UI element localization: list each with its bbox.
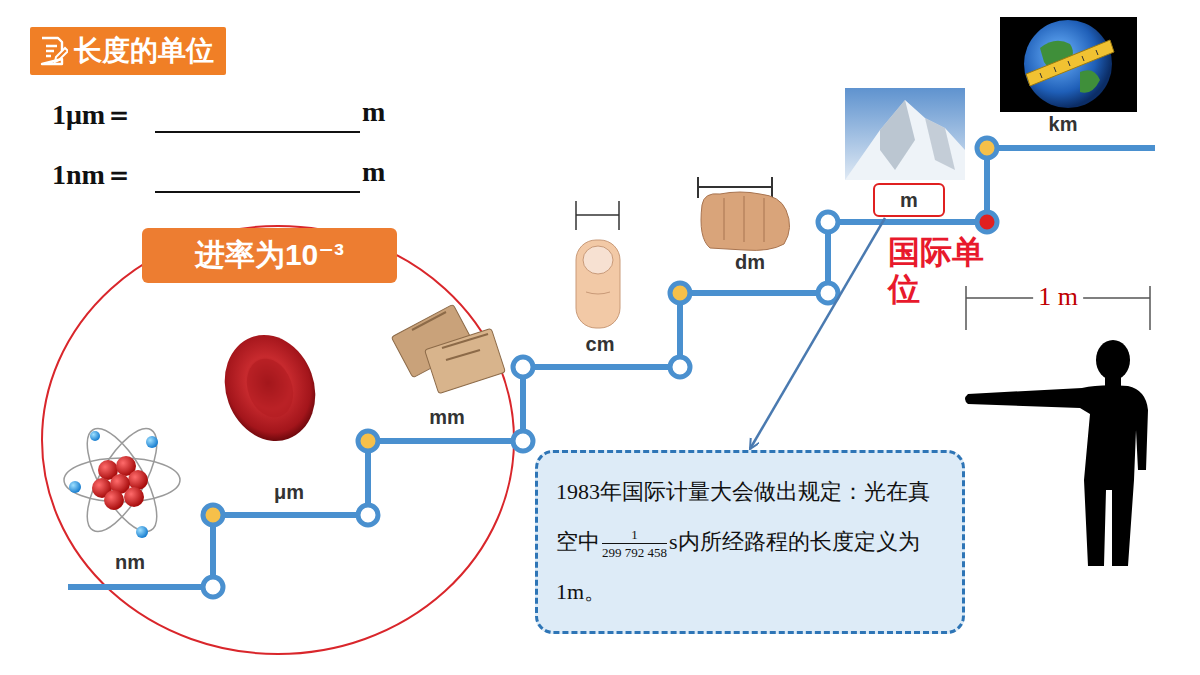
answer-blank: [155, 191, 360, 193]
note-icon: [38, 35, 68, 67]
unit-text: m: [362, 96, 385, 128]
title-text: 长度的单位: [74, 32, 214, 70]
unit-label: μm: [274, 481, 304, 504]
definition-text: 1983年国际计量大会做出规定：光在真空中1299 792 458s内所经路程的…: [556, 467, 944, 617]
si-note: 国际单位: [888, 234, 1000, 308]
answer-blank: [155, 131, 360, 133]
unit-label: nm: [115, 551, 145, 574]
title-box: 长度的单位: [30, 27, 226, 75]
fraction: 1299 792 458: [602, 527, 667, 561]
equation-text: 1μm＝: [52, 96, 133, 134]
unit-label: cm: [586, 333, 615, 356]
node-text: 进率为10⁻³: [195, 235, 344, 276]
unit-label: dm: [735, 251, 765, 274]
fraction-numerator: 1: [602, 527, 667, 543]
unit-label: mm: [429, 406, 465, 429]
dimension-label: 1 m: [1033, 282, 1083, 312]
text-run: s内所经路程的长度定义为1m。: [556, 529, 920, 604]
node-text: m: [900, 189, 918, 212]
unit-text: m: [362, 156, 385, 188]
fraction-denominator: 299 792 458: [602, 543, 667, 561]
ratio-band: 进率为10⁻³: [142, 228, 397, 283]
equation-text: 1nm＝: [52, 156, 133, 194]
pointer-arrow: [750, 218, 885, 449]
unit-label: km: [1049, 113, 1078, 136]
definition-callout: 1983年国际计量大会做出规定：光在真空中1299 792 458s内所经路程的…: [535, 450, 965, 634]
si-unit-box: m: [873, 183, 945, 217]
